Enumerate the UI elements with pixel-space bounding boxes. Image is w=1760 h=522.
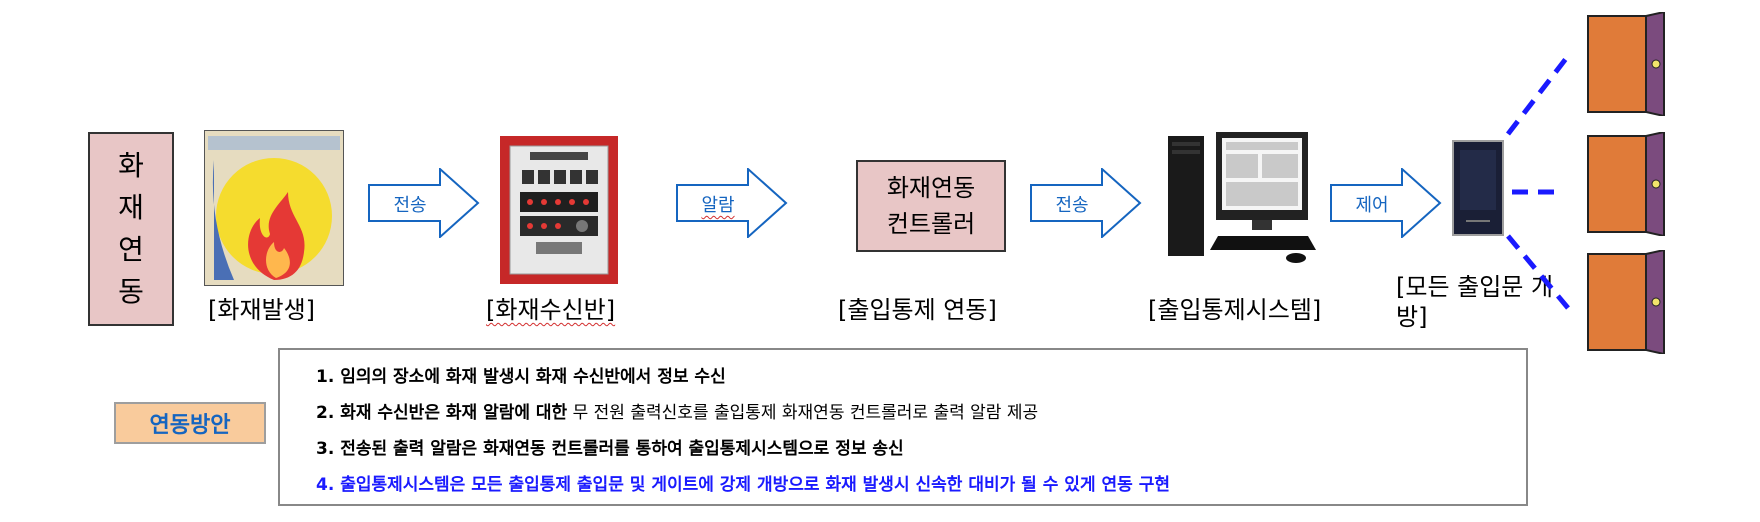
plan-line-4: 4. 출입통제시스템은 모든 출입통제 출입문 및 게이트에 강제 개방으로 화… xyxy=(316,470,1170,495)
caption-fire-receiver-text: [화재수신반] xyxy=(486,296,615,324)
fire-illustration xyxy=(204,130,344,286)
arrow-label-control: 제어 xyxy=(1332,191,1412,217)
plan-badge: 연동방안 xyxy=(114,402,266,444)
plan-line-2-normal: 무 전원 출력신호를 출입통제 화재연동 컨트롤러로 출력 알람 제공 xyxy=(567,403,1038,423)
door-icon-3 xyxy=(1586,250,1666,354)
fire-receiver-panel-image xyxy=(500,136,618,284)
caption-access-control-system: [출입통제시스템] xyxy=(1148,290,1321,325)
arrow-label-alarm: 알람 xyxy=(678,191,758,217)
door-icon-2 xyxy=(1586,132,1666,236)
plan-line-1: 1. 임의의 장소에 화재 발생시 화재 수신반에서 정보 수신 xyxy=(316,362,726,387)
plan-description-box: 1. 임의의 장소에 화재 발생시 화재 수신반에서 정보 수신 2. 화재 수… xyxy=(278,348,1528,506)
caption-fire-occurrence: [화재발생] xyxy=(208,290,315,325)
caption-fire-receiver: [화재수신반] xyxy=(486,290,615,325)
door-connector-lines xyxy=(1500,40,1600,320)
plan-line-2-bold: 2. 화재 수신반은 화재 알람에 대한 xyxy=(316,403,567,423)
caption-access-control-link: [출입통제 연동] xyxy=(838,290,997,325)
door-icon-1 xyxy=(1586,12,1666,116)
plan-line-3: 3. 전송된 출력 알람은 화재연동 컨트롤러를 통하여 출입통제시스템으로 정… xyxy=(316,434,904,459)
vertical-title-box: 화재연동 xyxy=(88,132,174,326)
card-reader-image xyxy=(1452,140,1504,236)
fire-link-controller-label: 화재연동 컨트롤러 xyxy=(875,170,987,242)
access-control-pc-image xyxy=(1168,132,1318,264)
arrow-label-transmit-1: 전송 xyxy=(370,191,450,217)
arrow-label-alarm-text: 알람 xyxy=(701,195,734,216)
fire-link-controller-box: 화재연동 컨트롤러 xyxy=(856,160,1006,252)
plan-line-2: 2. 화재 수신반은 화재 알람에 대한 무 전원 출력신호를 출입통제 화재연… xyxy=(316,398,1038,423)
arrow-label-transmit-2: 전송 xyxy=(1032,191,1112,217)
vertical-title: 화재연동 xyxy=(116,145,146,313)
